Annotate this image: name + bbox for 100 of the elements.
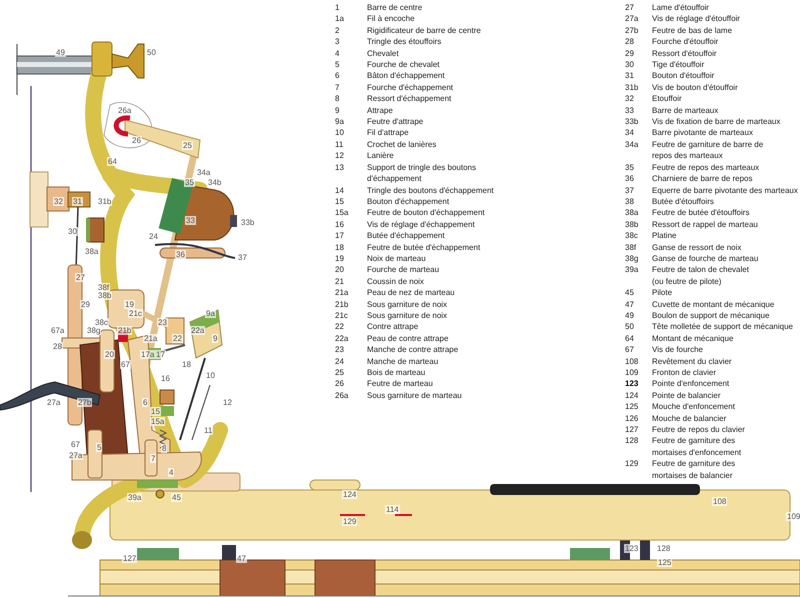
part-name: Feutre de garniture de barre de repos des marteaux <box>652 138 764 162</box>
callout-number: 47 <box>236 554 247 563</box>
callout-number: 127 <box>122 554 138 563</box>
part-number: 20 <box>335 264 345 276</box>
part-number: 28 <box>625 36 635 48</box>
callout-number: 9a <box>205 309 216 318</box>
callout-number: 34b <box>207 178 222 187</box>
part-name: Charniere de barre de repos <box>652 173 753 184</box>
part-number: 127 <box>625 424 640 436</box>
callout-number: 37 <box>237 253 248 262</box>
part-name: Montant de mécanique <box>652 332 734 344</box>
part-name: Feutre de garniture des mortaises de balancier <box>652 458 736 482</box>
part-name: Fourche de marteau <box>367 264 440 276</box>
callout-number: 21b <box>117 326 132 335</box>
part-number: 50 <box>625 321 635 333</box>
part-name: Platine <box>652 230 676 242</box>
part-name: Tige d'étouffoir <box>652 59 704 70</box>
callout-number: 124 <box>342 490 358 499</box>
part-number: 7 <box>335 82 340 94</box>
callout-number: 30 <box>67 227 78 236</box>
part-number: 109 <box>625 367 640 378</box>
part-name: Vis de bouton d'étouffoir <box>652 82 738 94</box>
callout-number: 18 <box>181 360 192 369</box>
part-name: Ressort d'échappement <box>367 93 452 105</box>
part-name: Feutre de garniture des mortaises d'enfoncement <box>652 435 742 458</box>
part-number: 38 <box>625 196 635 208</box>
part-number: 21b <box>335 298 350 310</box>
callout-number: 29 <box>80 300 91 309</box>
callout-number: 11 <box>203 426 214 435</box>
part-name: Lame d'étouffoir <box>652 2 709 14</box>
part-number: 15a <box>335 207 350 219</box>
callout-number: 114 <box>385 505 400 514</box>
part-name: Mouche d'enfoncement <box>652 401 735 413</box>
callout-number: 22a <box>190 326 206 335</box>
callout-number: 39a <box>127 493 142 502</box>
part-name: Pointe d'enfoncement <box>652 378 730 390</box>
part-number: 22 <box>335 321 345 333</box>
part-name: Barre de centre <box>367 2 422 14</box>
part-number: 21a <box>335 287 350 299</box>
part-name: Ganse de fourche de marteau <box>652 252 758 264</box>
part-number: 128 <box>625 435 640 448</box>
callout-number: 8 <box>161 444 168 453</box>
part-number: 33b <box>625 116 640 128</box>
part-name: Feutre de butée d'échappement <box>367 242 480 253</box>
callout-number: 33 <box>185 216 196 225</box>
callout-number: 6 <box>142 398 148 407</box>
part-name: Feutre de talon de chevalet (ou feutre de pilote) <box>652 264 750 288</box>
part-name: Fil à encoche <box>367 13 415 25</box>
part-number: 27 <box>625 2 635 14</box>
callout-number: 15a <box>150 417 166 426</box>
part-name: Boulon de support de mécanique <box>652 310 770 322</box>
part-number: 18 <box>335 242 345 253</box>
callout-number: 67 <box>70 440 81 449</box>
part-number: 36 <box>625 173 635 184</box>
part-number: 11 <box>335 138 344 150</box>
part-name: Chevalet <box>367 48 399 60</box>
part-name: Feutre de bas de lame <box>652 24 732 36</box>
callout-number: 4 <box>168 468 174 477</box>
part-number: 34a <box>625 138 640 151</box>
callout-number: 5 <box>96 443 102 452</box>
part-name: Barre de marteaux <box>652 104 718 116</box>
callout-number: 67 <box>120 360 131 369</box>
part-name: Cuvette de montant de mécanique <box>652 298 774 310</box>
part-number: 39a <box>625 264 640 276</box>
callout-number: 17a <box>140 350 156 359</box>
part-number: 21 <box>335 276 345 288</box>
part-number: 16 <box>335 218 345 230</box>
part-name: Barre pivotante de marteaux <box>652 127 753 139</box>
part-number: 38c <box>625 230 639 242</box>
part-number: 26 <box>335 378 345 390</box>
part-number: 9a <box>335 116 345 128</box>
callout-number: 24 <box>148 232 159 241</box>
part-name: Feutre de repos du clavier <box>652 424 745 436</box>
part-name: Vis de fixation de barre de marteaux <box>652 116 780 128</box>
part-name: Vis de réglage d'étouffoir <box>652 13 740 25</box>
callout-number: 33b <box>240 218 256 227</box>
part-name: Fourche d'échappement <box>367 82 454 94</box>
part-number: 19 <box>335 252 345 264</box>
callout-number: 108 <box>712 497 728 506</box>
part-name: Equerre de barre pivotante des marteaux <box>652 184 798 196</box>
callout-number: 38a <box>84 247 100 256</box>
part-name: Pointe de balancier <box>652 390 720 402</box>
part-name: Tringle des boutons d'échappement <box>367 184 494 196</box>
part-number: 27b <box>625 24 640 36</box>
part-name: Lanière <box>367 150 394 162</box>
part-name: Ressort de rappel de marteau <box>652 218 758 230</box>
callout-number: 67a <box>50 326 66 335</box>
callout-number: 9 <box>212 334 218 343</box>
part-number: 123 <box>625 378 640 390</box>
part-name: Pilote <box>652 287 672 299</box>
part-number: 12 <box>335 150 345 162</box>
part-number: 15 <box>335 196 345 208</box>
callout-number: 28 <box>52 342 63 351</box>
part-number: 125 <box>625 401 640 413</box>
callout-number: 35 <box>184 178 195 187</box>
part-name: Support de tringle des boutons d'échappement <box>367 162 477 184</box>
part-number: 129 <box>625 458 640 470</box>
callout-number: 27 <box>75 273 86 282</box>
part-name: Sous garniture de noix <box>367 298 448 310</box>
part-number: 9 <box>335 104 340 116</box>
